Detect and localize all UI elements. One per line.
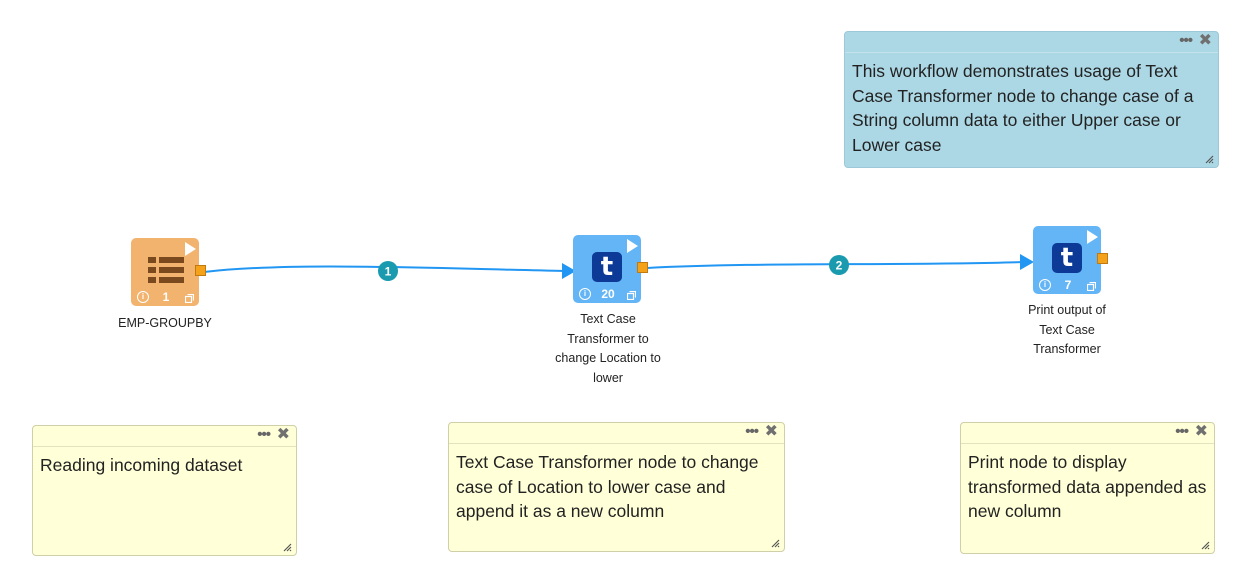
transformer-note[interactable]: ••• ✖ Text Case Transformer node to chan… bbox=[448, 422, 785, 552]
run-icon[interactable] bbox=[1087, 230, 1098, 244]
node-label-print-output[interactable]: Print output of Text Case Transformer bbox=[1028, 303, 1106, 356]
info-icon[interactable]: i bbox=[1039, 279, 1051, 291]
edge-1[interactable] bbox=[203, 265, 567, 273]
reading-note[interactable]: ••• ✖ Reading incoming dataset bbox=[32, 425, 297, 556]
info-icon[interactable]: i bbox=[137, 291, 149, 303]
note-toolbar: ••• ✖ bbox=[961, 423, 1214, 444]
note-toolbar: ••• ✖ bbox=[845, 32, 1218, 53]
copy-icon[interactable] bbox=[627, 291, 636, 300]
output-port[interactable] bbox=[195, 265, 206, 276]
more-options-icon[interactable]: ••• bbox=[1179, 32, 1193, 49]
print-note[interactable]: ••• ✖ Print node to display transformed … bbox=[960, 422, 1215, 554]
run-icon[interactable] bbox=[185, 242, 196, 256]
note-toolbar: ••• ✖ bbox=[449, 423, 784, 444]
resize-grip-icon[interactable] bbox=[1205, 155, 1214, 164]
output-port[interactable] bbox=[637, 262, 648, 273]
edge-badge-1[interactable] bbox=[378, 261, 398, 281]
more-options-icon[interactable]: ••• bbox=[1175, 423, 1189, 440]
node-label-emp-groupby[interactable]: EMP-GROUPBY bbox=[118, 316, 212, 330]
node-count: 1 bbox=[162, 290, 170, 304]
note-text[interactable]: Print node to display transformed data a… bbox=[968, 452, 1207, 521]
node-count: 20 bbox=[601, 287, 615, 301]
note-text[interactable]: Text Case Transformer node to change cas… bbox=[456, 452, 759, 521]
node-count: 7 bbox=[1064, 278, 1072, 292]
more-options-icon[interactable]: ••• bbox=[745, 423, 759, 440]
edge-badge-1-label: 1 bbox=[385, 265, 392, 279]
node-print-output[interactable]: t i 7 bbox=[1033, 226, 1108, 294]
note-text[interactable]: This workflow demonstrates usage of Text… bbox=[852, 61, 1194, 155]
node-text-case-transformer[interactable]: t i 20 bbox=[573, 235, 648, 303]
close-icon[interactable]: ✖ bbox=[1198, 32, 1212, 49]
t-icon: t bbox=[592, 252, 622, 282]
run-icon[interactable] bbox=[627, 239, 638, 253]
info-icon[interactable]: i bbox=[579, 288, 591, 300]
note-text[interactable]: Reading incoming dataset bbox=[40, 455, 243, 475]
edge-1-arrowhead bbox=[562, 263, 576, 279]
resize-grip-icon[interactable] bbox=[283, 543, 292, 552]
node-label-text-case-transformer[interactable]: Text Case Transformer to change Location… bbox=[555, 312, 661, 385]
copy-icon[interactable] bbox=[185, 294, 194, 303]
edge-badge-2-label: 2 bbox=[836, 259, 843, 273]
node-emp-groupby[interactable]: i 1 bbox=[131, 238, 206, 306]
close-icon[interactable]: ✖ bbox=[764, 423, 778, 440]
close-icon[interactable]: ✖ bbox=[1194, 423, 1208, 440]
description-note[interactable]: ••• ✖ This workflow demonstrates usage o… bbox=[844, 31, 1219, 168]
copy-icon[interactable] bbox=[1087, 282, 1096, 291]
table-icon bbox=[148, 257, 184, 283]
note-toolbar: ••• ✖ bbox=[33, 426, 296, 447]
edge-badge-2[interactable] bbox=[829, 255, 849, 275]
edge-2-arrowhead bbox=[1020, 254, 1034, 270]
more-options-icon[interactable]: ••• bbox=[257, 426, 271, 443]
close-icon[interactable]: ✖ bbox=[276, 426, 290, 443]
output-port[interactable] bbox=[1097, 253, 1108, 264]
resize-grip-icon[interactable] bbox=[1201, 541, 1210, 550]
resize-grip-icon[interactable] bbox=[771, 539, 780, 548]
t-icon: t bbox=[1052, 243, 1082, 273]
